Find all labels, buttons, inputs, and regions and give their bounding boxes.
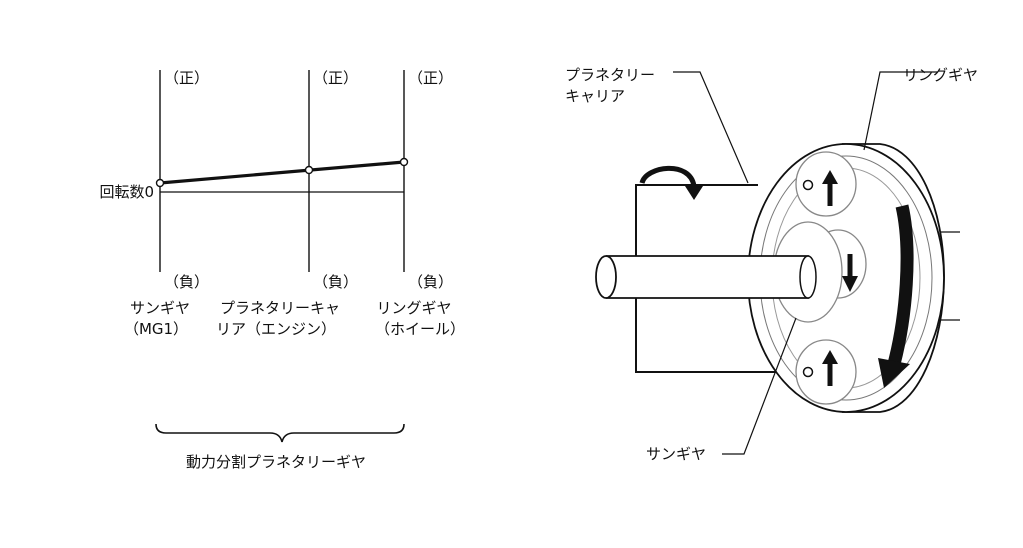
carrier-pin-bottom bbox=[802, 366, 814, 378]
planetary-gearset-illustration: プラネタリー キャリア リングギヤ サンギヤ bbox=[565, 66, 978, 463]
carrier-axis-sub: リア（エンジン） bbox=[216, 320, 336, 338]
ring-positive-label: （正） bbox=[408, 69, 453, 87]
carrier-negative-label: （負） bbox=[313, 273, 358, 291]
shaft-end-left bbox=[595, 255, 617, 299]
operating-line bbox=[159, 160, 405, 185]
ring-gear-label: リングギヤ bbox=[903, 66, 978, 84]
sun-positive-label: （正） bbox=[164, 69, 209, 87]
nomograph: （正） （正） （正） （負） （負） （負） 回転数0 サンギヤ （MG1） … bbox=[99, 69, 465, 471]
ring-leader-line bbox=[863, 71, 938, 151]
carrier-pin-top bbox=[802, 179, 814, 191]
carrier-rotation-arrowhead bbox=[685, 186, 703, 200]
ring-gear-axis-name: リングギヤ bbox=[376, 299, 451, 317]
group-brace bbox=[155, 423, 405, 443]
ring-rotation-arrow bbox=[887, 204, 914, 366]
sun-negative-label: （負） bbox=[164, 273, 209, 291]
input-shaft bbox=[606, 255, 809, 299]
sun-leader-line bbox=[722, 317, 797, 455]
ring-rotation-arrowhead bbox=[878, 358, 910, 388]
ring-gear-point bbox=[399, 157, 409, 167]
carrier-rotation-arrow bbox=[639, 165, 697, 187]
carrier-label-line1: プラネタリー bbox=[565, 66, 655, 84]
group-label: 動力分割プラネタリーギヤ bbox=[186, 453, 366, 471]
carrier-positive-label: （正） bbox=[313, 69, 358, 87]
planet-top-arrowhead bbox=[822, 170, 838, 184]
sun-gear-axis-sub: （MG1） bbox=[124, 320, 188, 338]
planet-bottom-arrowhead bbox=[822, 350, 838, 364]
ring-negative-label: （負） bbox=[408, 273, 453, 291]
carrier-label-line2: キャリア bbox=[565, 87, 625, 105]
sun-gear-point bbox=[155, 178, 165, 188]
planet-gear-bottom bbox=[795, 339, 857, 405]
carrier-leader-line bbox=[673, 71, 749, 184]
planet-middle-arrowhead bbox=[842, 276, 858, 292]
sun-gear-label: サンギヤ bbox=[646, 445, 706, 463]
zero-speed-label: 回転数0 bbox=[99, 183, 154, 201]
shaft-end-right bbox=[799, 255, 817, 299]
carrier-point bbox=[304, 165, 314, 175]
carrier-axis-name: プラネタリーキャ bbox=[220, 299, 340, 317]
ring-gear-axis-sub: （ホイール） bbox=[375, 320, 465, 338]
sun-gear-axis-name: サンギヤ bbox=[130, 299, 190, 317]
